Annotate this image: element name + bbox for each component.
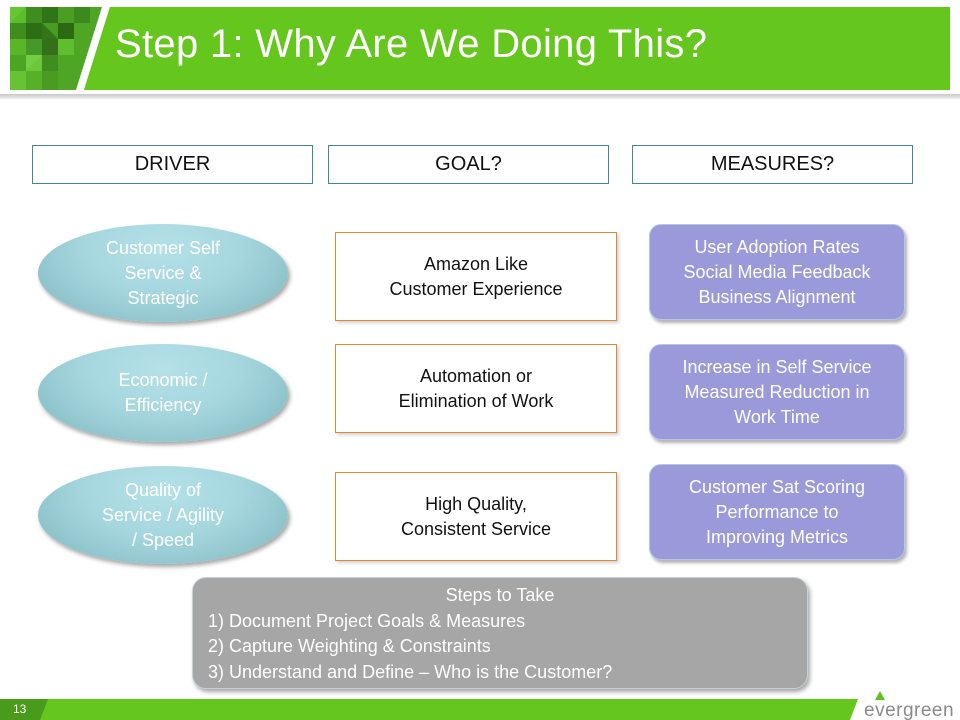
driver-line: Service / Agility <box>101 504 225 525</box>
steps-item: 2) Capture Weighting & Constraints <box>208 636 491 656</box>
slide-title: Step 1: Why Are We Doing This? <box>115 22 708 66</box>
steps-item: 3) Understand and Define – Who is the Cu… <box>208 661 613 682</box>
title-banner <box>10 7 950 90</box>
brand-logo: evergreen <box>864 700 955 720</box>
driver-line: Service & <box>124 262 202 283</box>
goal-line: High Quality, <box>425 493 527 514</box>
driver-line: Economic / <box>118 370 208 390</box>
goal-box: High Quality, Consistent Service <box>335 472 617 561</box>
measure-line: Customer Sat Scoring <box>688 476 866 497</box>
column-header-measures: MEASURES? <box>632 145 913 184</box>
header-slash-divider <box>76 7 112 90</box>
steps-to-take-box: Steps to Take 1) Document Project Goals … <box>192 577 808 689</box>
measure-box: User Adoption Rates Social Media Feedbac… <box>649 224 905 320</box>
goal-line: Consistent Service <box>400 518 552 539</box>
driver-line: Customer Self <box>105 237 221 258</box>
driver-ellipse: Economic / Efficiency <box>38 344 288 442</box>
measure-line: Social Media Feedback <box>683 261 871 282</box>
driver-line: Strategic <box>127 287 199 308</box>
goal-line: Automation or <box>419 365 533 386</box>
steps-title: Steps to Take <box>445 585 555 605</box>
driver-line: Efficiency <box>124 395 202 415</box>
measure-line: Performance to <box>715 501 839 522</box>
goal-line: Amazon Like <box>423 253 529 274</box>
footer-band <box>0 699 858 720</box>
measure-line: Improving Metrics <box>705 526 848 547</box>
measure-box: Increase in Self Service Measured Reduct… <box>649 344 905 440</box>
goal-line: Customer Experience <box>389 278 563 299</box>
page-number-tab <box>0 699 48 720</box>
driver-line: Quality of <box>124 479 202 500</box>
goal-box: Automation or Elimination of Work <box>335 344 617 433</box>
goal-box: Amazon Like Customer Experience <box>335 232 617 321</box>
column-header-goal: GOAL? <box>328 145 609 184</box>
steps-item: 1) Document Project Goals & Measures <box>208 610 526 631</box>
measure-line: Work Time <box>734 406 820 427</box>
column-header-driver: DRIVER <box>32 145 313 184</box>
driver-ellipse: Customer Self Service & Strategic <box>38 224 288 322</box>
evergreen-tree-icon <box>875 691 885 700</box>
measure-line: Measured Reduction in <box>684 381 870 402</box>
goal-line: Elimination of Work <box>398 390 554 411</box>
page-number: 13 <box>13 702 27 716</box>
measure-line: Increase in Self Service <box>682 356 872 377</box>
header-divider <box>0 94 960 99</box>
measure-box: Customer Sat Scoring Performance to Impr… <box>649 464 905 560</box>
driver-line: / Speed <box>131 529 195 550</box>
driver-ellipse: Quality of Service / Agility / Speed <box>38 466 288 564</box>
measure-line: Business Alignment <box>698 286 856 307</box>
measure-line: User Adoption Rates <box>694 236 860 257</box>
